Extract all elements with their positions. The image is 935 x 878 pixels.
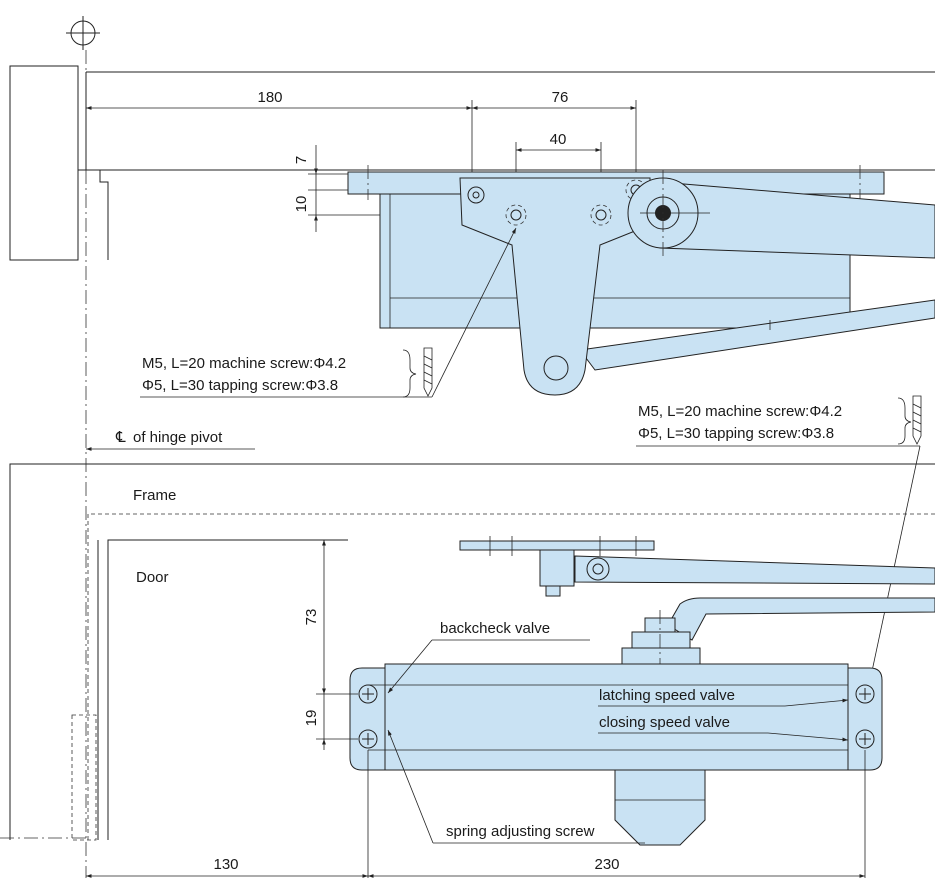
door-label: Door <box>136 569 169 586</box>
dim-130-label: 130 <box>213 856 238 873</box>
body-screw-br-icon <box>855 729 875 749</box>
backcheck-valve-callout: backcheck valve <box>387 620 590 694</box>
centerline-symbol: ℄ <box>115 429 126 446</box>
dim-130: 130 <box>86 750 369 878</box>
screw-icon <box>423 347 433 397</box>
screw-note-left: M5, L=20 machine screw:Φ4.2 Φ5, L=30 tap… <box>140 227 517 398</box>
body-screw-tr-icon <box>855 684 875 704</box>
screw-note-right-line1: M5, L=20 machine screw:Φ4.2 <box>638 403 842 420</box>
top-door-outline <box>85 71 935 171</box>
dim-7-label: 7 <box>293 156 310 164</box>
frame-label: Frame <box>133 487 176 504</box>
screw-note-left-line1: M5, L=20 machine screw:Φ4.2 <box>142 355 346 372</box>
closing-speed-valve-callout: closing speed valve <box>598 714 849 742</box>
latching-speed-valve-callout: latching speed valve <box>598 687 849 707</box>
top-closer-arm <box>579 181 935 371</box>
screw-icon <box>912 395 922 445</box>
hinge-pivot-callout: ℄ of hinge pivot <box>86 429 255 451</box>
dim-230: 230 <box>368 750 866 878</box>
backcheck-valve-label: backcheck valve <box>440 620 550 637</box>
body-screw-bl-icon <box>358 729 378 749</box>
hinge-pivot-label: of hinge pivot <box>133 429 223 446</box>
top-frame-jamb <box>9 65 109 261</box>
top-pinion <box>627 170 710 260</box>
spring-adjusting-screw-label: spring adjusting screw <box>446 823 595 840</box>
dim-19-label: 19 <box>303 710 320 727</box>
dim-180-label: 180 <box>257 89 282 106</box>
closing-speed-valve-label: closing speed valve <box>599 714 730 731</box>
screw-note-right: M5, L=20 machine screw:Φ4.2 Φ5, L=30 tap… <box>636 395 922 691</box>
latching-speed-valve-label: latching speed valve <box>599 687 735 704</box>
dim-19: 19 <box>303 694 358 750</box>
hinge-crosshair-icon <box>66 16 100 50</box>
dim-10-label: 10 <box>293 196 310 213</box>
bottom-frame-outline <box>0 463 935 841</box>
dim-73-label: 73 <box>303 609 320 626</box>
spring-adjusting-screw-callout: spring adjusting screw <box>387 729 645 844</box>
bottom-arm-bracket <box>459 536 935 597</box>
bottom-pinion <box>621 610 701 780</box>
dim-40-label: 40 <box>550 131 567 148</box>
screw-note-left-line2: Φ5, L=30 tapping screw:Φ3.8 <box>142 377 338 394</box>
bottom-main-arm <box>667 597 935 641</box>
dim-180: 180 <box>86 89 473 190</box>
dim-73: 73 <box>303 540 358 695</box>
dim-230-label: 230 <box>594 856 619 873</box>
dim-76-label: 76 <box>552 89 569 106</box>
screw-note-right-line2: Φ5, L=30 tapping screw:Φ3.8 <box>638 425 834 442</box>
